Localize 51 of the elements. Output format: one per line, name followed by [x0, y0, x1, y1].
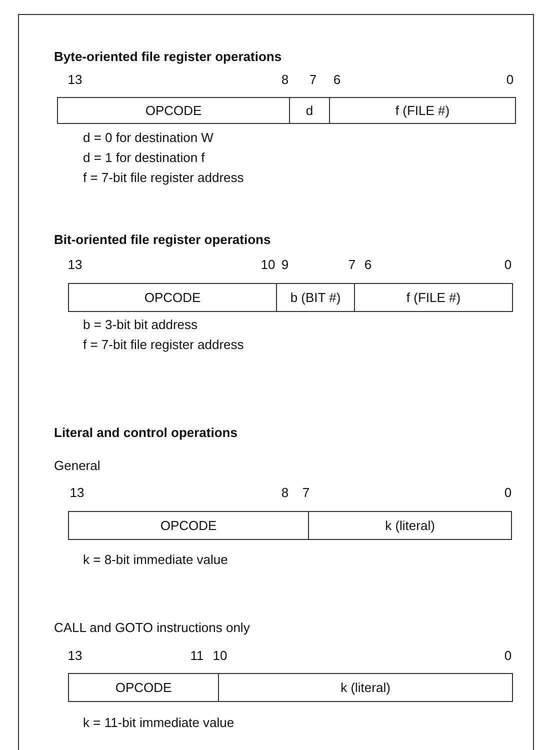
- field-label: k (literal): [340, 680, 390, 695]
- bit-number: 0: [504, 257, 512, 273]
- bit-field-cell: [68, 511, 309, 540]
- bit-field-cell: [57, 97, 290, 124]
- note-text: d = 1 for destination f: [83, 150, 205, 166]
- bit-number: 8: [281, 485, 289, 501]
- bit-number: 9: [281, 257, 289, 273]
- bit-number: 13: [68, 257, 82, 273]
- bit-number: 6: [333, 72, 341, 88]
- bit-number: 0: [504, 648, 512, 664]
- bit-number: 13: [70, 485, 84, 501]
- section-heading: Literal and control operations: [54, 425, 238, 441]
- field-label: f (FILE #): [406, 290, 461, 305]
- bit-field-cell: [329, 97, 516, 124]
- field-label: k (literal): [385, 518, 435, 533]
- bit-number: 0: [504, 485, 512, 501]
- bit-number: 13: [68, 72, 82, 88]
- bit-number: 7: [302, 485, 310, 501]
- bit-number: 10: [212, 648, 228, 664]
- bit-field-cell: [289, 97, 330, 124]
- note-text: k = 8-bit immediate value: [83, 552, 228, 568]
- note-text: d = 0 for destination W: [83, 130, 214, 146]
- bit-field-cell: [68, 673, 219, 702]
- field-label: d: [306, 103, 314, 118]
- field-label: OPCODE: [144, 290, 201, 305]
- bit-number: 13: [68, 648, 82, 664]
- note-text: f = 7-bit file register address: [83, 337, 244, 353]
- bit-number: 0: [506, 72, 514, 88]
- note-text: General: [54, 458, 100, 474]
- field-label: f (FILE #): [395, 103, 450, 118]
- bit-number: 11: [190, 648, 204, 664]
- field-label: OPCODE: [145, 103, 202, 118]
- bit-field-cell: [276, 283, 355, 312]
- note-text: CALL and GOTO instructions only: [54, 620, 250, 636]
- field-label: b (BIT #): [290, 290, 341, 305]
- bit-number: 8: [281, 72, 289, 88]
- bit-field-cell: [354, 283, 513, 312]
- note-text: k = 11-bit immediate value: [83, 715, 234, 731]
- bit-field-cell: [218, 673, 513, 702]
- note-text: b = 3-bit bit address: [83, 317, 198, 333]
- bit-number: 10: [260, 257, 276, 273]
- field-label: OPCODE: [160, 518, 217, 533]
- bit-number: 6: [364, 257, 372, 273]
- field-label: OPCODE: [115, 680, 172, 695]
- bit-number: 7: [348, 257, 356, 273]
- bit-number: 7: [309, 72, 317, 88]
- bit-field-cell: [68, 283, 277, 312]
- section-heading: Bit-oriented file register operations: [54, 232, 271, 248]
- note-text: f = 7-bit file register address: [83, 170, 244, 186]
- section-heading: Byte-oriented file register operations: [54, 49, 282, 65]
- bit-field-cell: [308, 511, 512, 540]
